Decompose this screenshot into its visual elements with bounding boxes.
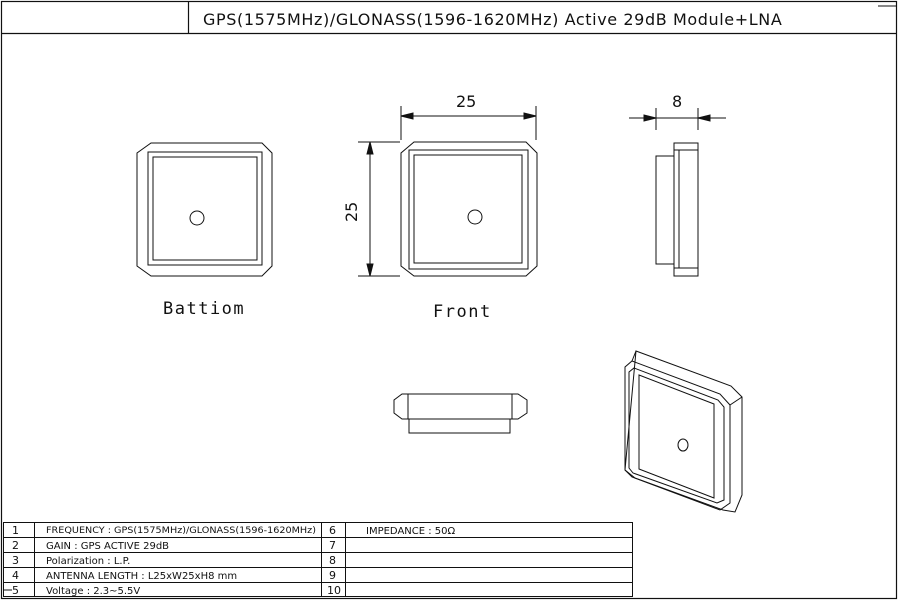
spec-row-1-text: FREQUENCY : GPS(1575MHz)/GLONASS(1596-16… [46, 526, 316, 536]
iso-edge-top [631, 350, 637, 362]
side-view-body [673, 142, 699, 277]
front-view-label: Front [433, 302, 492, 322]
spec-row-2-text: GAIN : GPS ACTIVE 29dB [46, 541, 169, 552]
spec-row-3-text: Polarization : L.P. [46, 556, 130, 567]
front-view-outer-outline [400, 141, 538, 277]
front-view-patch [413, 154, 523, 264]
edge-view-body [393, 393, 528, 420]
spec-row-4-text: ANTENNA LENGTH : L25xW25xH8 mm [46, 571, 237, 582]
spec-row-2-no: 2 [12, 539, 19, 552]
isometric-view [624, 350, 743, 513]
bottom-view-label: Battiom [163, 299, 245, 319]
spec-row-8-no: 8 [329, 554, 336, 567]
thickness-dimension: 8 [629, 92, 726, 130]
bottom-view-patch [152, 156, 258, 261]
width-dim-text: 25 [456, 92, 476, 111]
height-arrow-bottom [366, 263, 374, 277]
spec-row-1-no: 1 [12, 524, 19, 537]
bottom-view: Battiom [136, 142, 273, 319]
width-dimension: 25 [400, 92, 537, 140]
spec-table-border [3, 522, 633, 597]
spec-row-10-no: 10 [327, 584, 341, 597]
width-arrow-right [523, 112, 537, 120]
height-dimension: 25 [342, 141, 400, 277]
thickness-arrow-left [643, 114, 657, 122]
spec-row-6-no: 6 [329, 524, 336, 537]
edge-view-substrate [408, 418, 511, 434]
front-view: Front [400, 141, 538, 322]
front-view-inner-outline [408, 149, 529, 270]
spec-row-6-text: IMPEDANCE : 50Ω [366, 526, 456, 537]
height-arrow-top [366, 141, 374, 155]
iso-front-face-inner [628, 367, 725, 504]
spec-row-4-no: 4 [12, 569, 19, 582]
height-dim-text: 25 [342, 202, 361, 222]
iso-patch [638, 374, 715, 499]
thickness-arrow-right [697, 114, 711, 122]
side-view-substrate [655, 155, 675, 265]
bottom-view-inner-outline [147, 151, 263, 266]
spec-row-5-no: 5 [12, 584, 19, 597]
spec-row-3-no: 3 [12, 554, 19, 567]
iso-edge-right [729, 396, 743, 406]
front-view-feed-hole [467, 209, 483, 225]
width-arrow-left [400, 112, 414, 120]
spec-row-7-no: 7 [329, 539, 336, 552]
spec-table: 1 2 3 4 5 FREQUENCY : GPS(1575MHz)/GLONA… [3, 522, 633, 597]
iso-front-face [624, 360, 731, 511]
thickness-dim-text: 8 [672, 92, 682, 111]
spec-row-5-text: Voltage : 2.3~5.5V [46, 586, 140, 597]
bottom-view-feed-hole [189, 210, 205, 226]
title-text: GPS(1575MHz)/GLONASS(1596-1620MHz) Activ… [203, 10, 782, 29]
iso-feed-hole [677, 438, 689, 452]
edge-view [393, 393, 528, 434]
spec-row-9-no: 9 [329, 569, 336, 582]
side-view [655, 142, 699, 277]
bottom-view-outer-outline [136, 142, 273, 277]
